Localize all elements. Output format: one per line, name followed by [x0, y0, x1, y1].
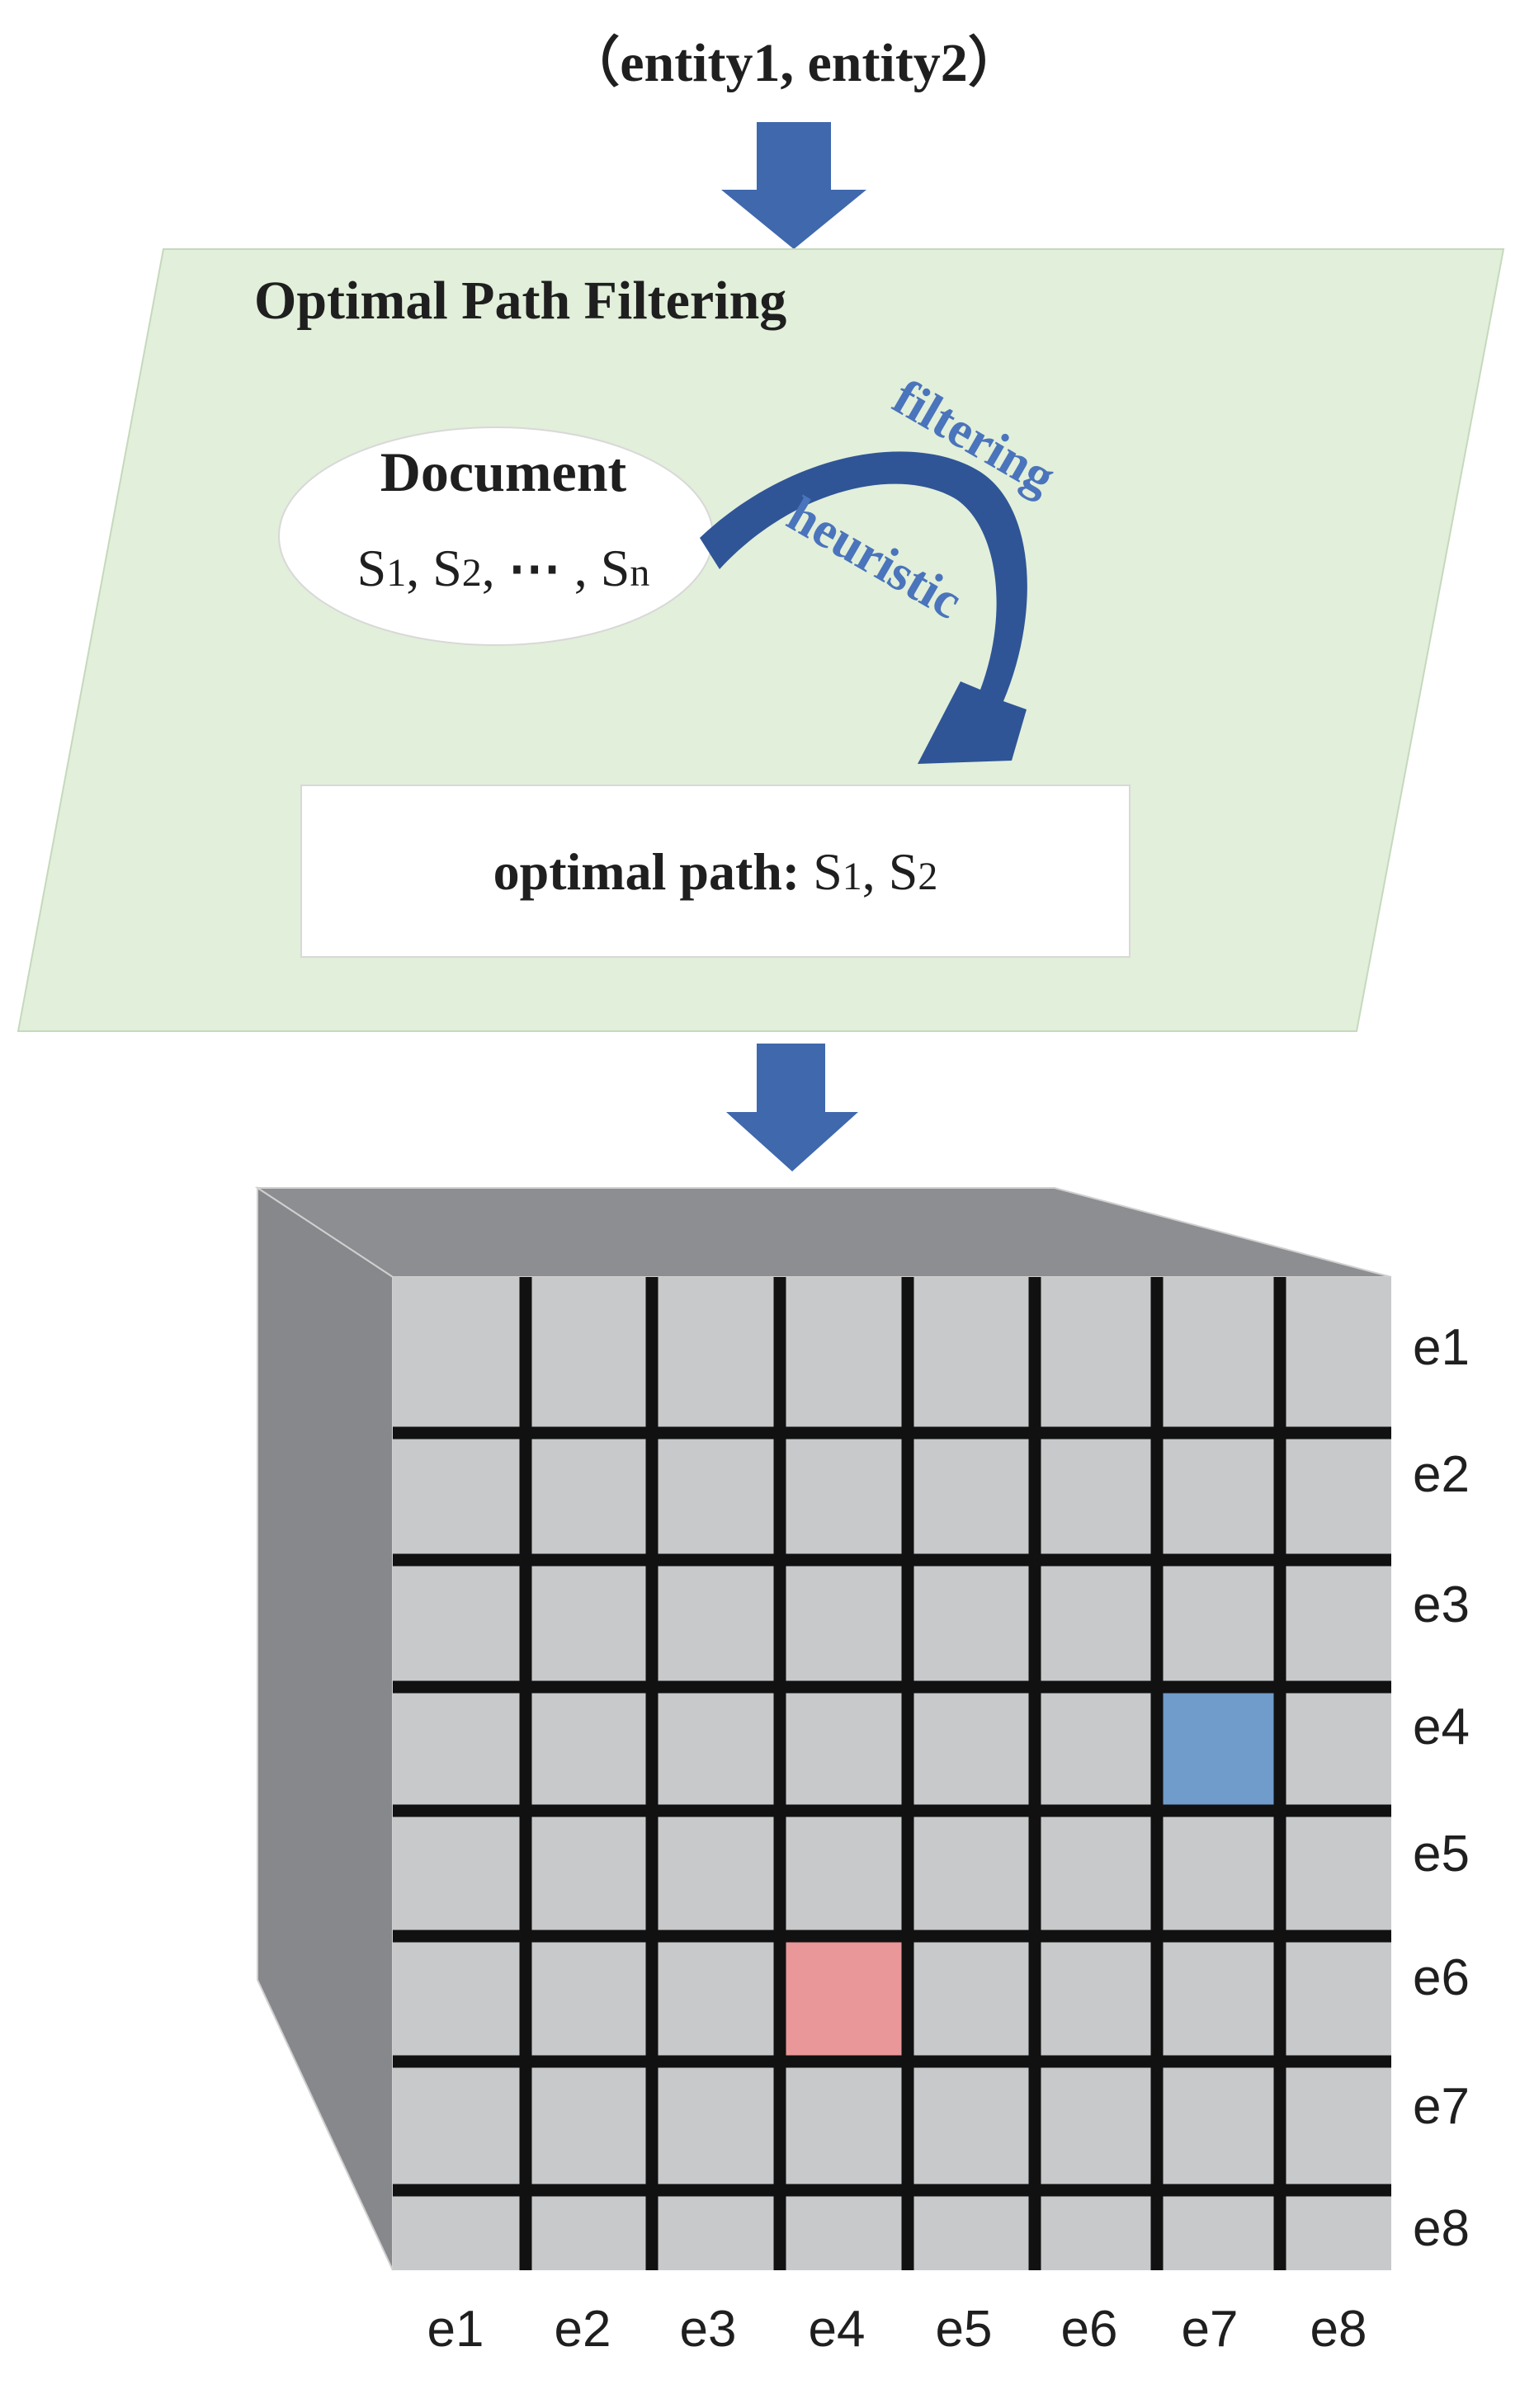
document-sentences: S1, S2, ⋯ , Sn — [357, 539, 650, 597]
highlighted-cell — [1162, 1692, 1275, 1806]
column-label: e5 — [936, 2301, 993, 2358]
input-label: （entity1, entity2） — [565, 32, 1022, 93]
curved-arrow-icon — [700, 451, 1027, 764]
row-label: e2 — [1413, 1446, 1470, 1503]
matrix-side-face — [257, 1186, 394, 2271]
column-label: e3 — [680, 2301, 737, 2358]
panel-title: Optimal Path Filtering — [254, 271, 786, 331]
column-label: e2 — [555, 2301, 611, 2358]
matrix-top-face — [254, 1187, 1392, 1278]
row-label: e4 — [1413, 1699, 1470, 1755]
optimal-path-text: optimal path: S1, S2 — [493, 842, 938, 901]
row-label: e1 — [1413, 1319, 1470, 1376]
highlighted-cell — [785, 1941, 903, 2057]
column-label: e4 — [809, 2301, 866, 2358]
row-label: e8 — [1413, 2200, 1470, 2257]
row-label: e3 — [1413, 1576, 1470, 1633]
row-label: e5 — [1413, 1826, 1470, 1883]
column-label: e8 — [1310, 2301, 1367, 2358]
column-labels: e1 e2 e3 e4 e5 e6 e7 e8 — [427, 2301, 1367, 2358]
down-arrow-icon — [721, 122, 866, 249]
column-label: e6 — [1061, 2301, 1118, 2358]
optimal-path-box — [300, 785, 1131, 958]
entity-matrix — [254, 1186, 1392, 2271]
column-label: e1 — [427, 2301, 484, 2358]
row-label: e6 — [1413, 1949, 1470, 2006]
row-label: e7 — [1413, 2078, 1470, 2135]
column-label: e7 — [1182, 2301, 1239, 2358]
row-labels: e1 e2 e3 e4 e5 e6 e7 e8 — [1413, 1319, 1470, 2257]
down-arrow-icon — [726, 1044, 858, 1171]
document-title: Document — [380, 441, 627, 503]
